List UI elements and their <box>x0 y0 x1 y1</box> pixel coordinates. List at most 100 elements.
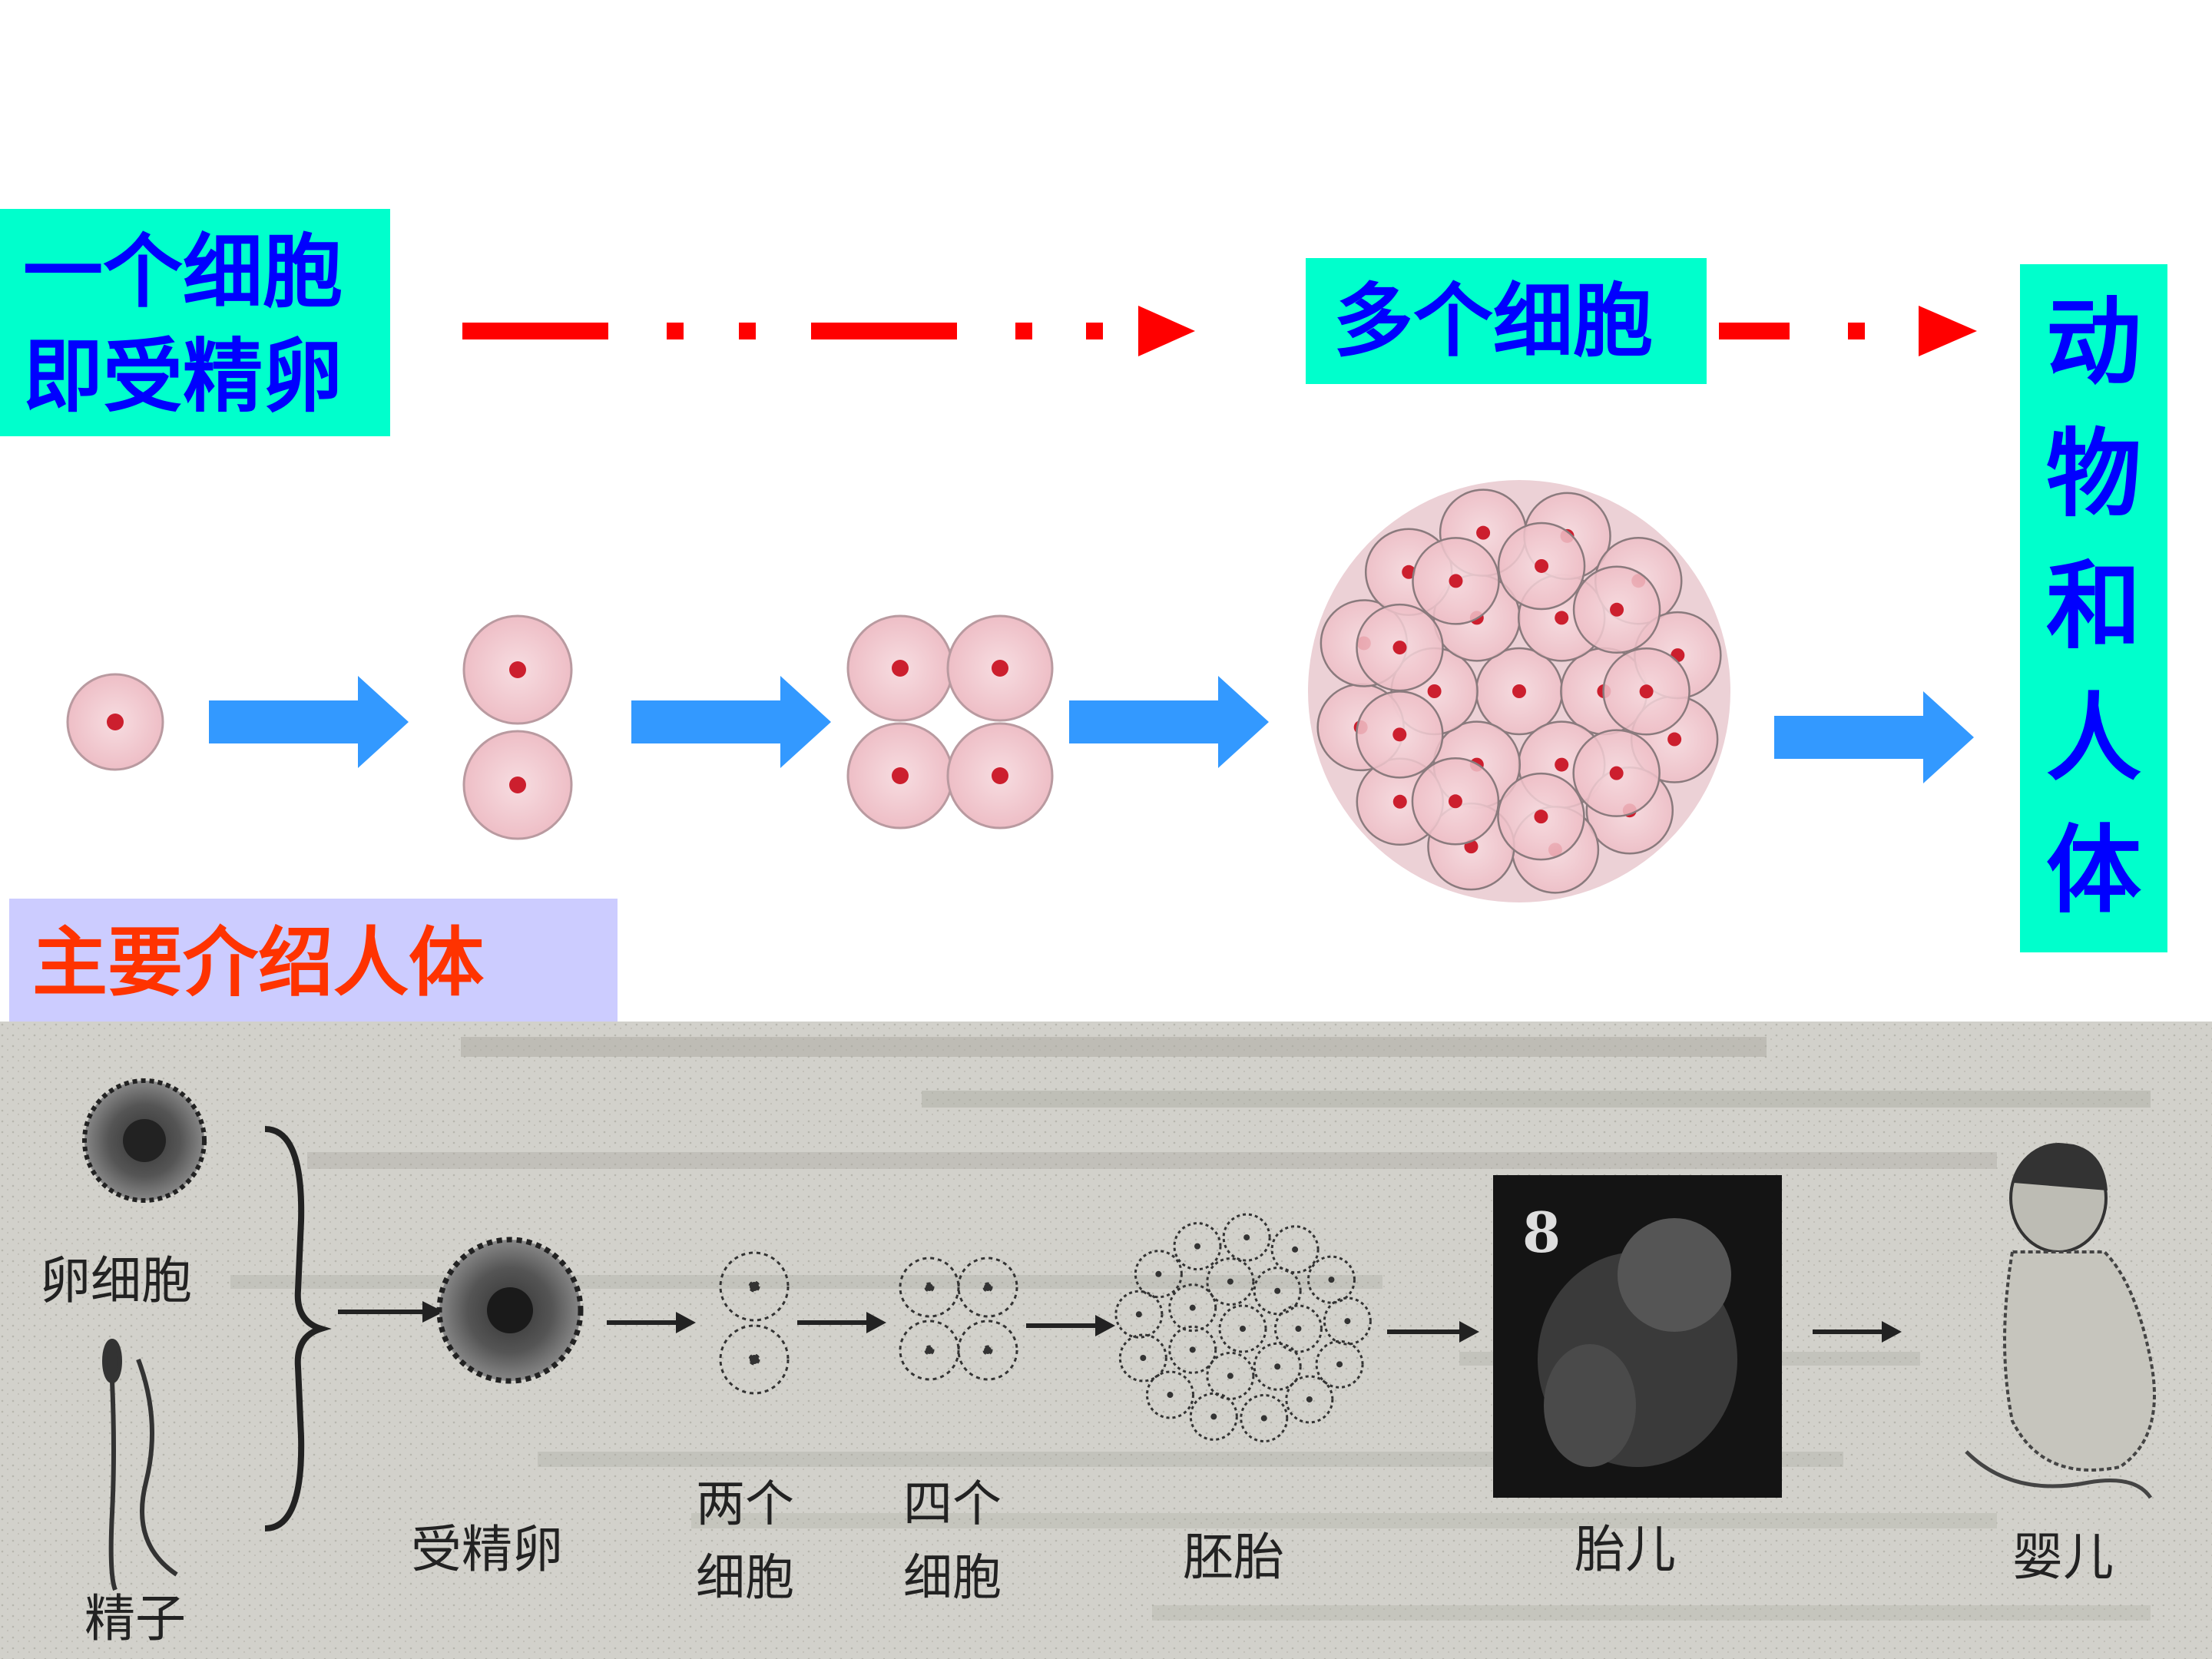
cell-division-diagram <box>66 306 1977 902</box>
baby-drawing <box>1965 1143 2156 1499</box>
embryo-cell <box>1253 1267 1302 1316</box>
embryo-cell <box>1118 1333 1167 1382</box>
embryo-cell <box>1323 1296 1372 1346</box>
embryo-nucleus <box>1292 1246 1299 1253</box>
embryo-cell <box>1253 1342 1302 1391</box>
organism-char-2: 物 <box>2045 419 2141 530</box>
nucleus <box>1392 727 1407 742</box>
nucleus <box>1392 794 1407 809</box>
embryo-nucleus <box>1155 1270 1162 1277</box>
embryo-nucleus <box>1243 1234 1250 1241</box>
focus-label: 主要介绍人体 <box>9 899 618 1028</box>
embryo-cell <box>1222 1213 1271 1262</box>
single-cell <box>66 673 164 771</box>
nucleus <box>1392 641 1407 655</box>
embryo-cell <box>1315 1339 1364 1389</box>
baby-label: 婴儿 <box>2012 1528 2114 1587</box>
fetus-label: 胎儿 <box>1575 1520 1676 1579</box>
single-cell-label: 一个细胞 即受精卵 <box>0 209 390 436</box>
single-cell-label-line1: 一个细胞 <box>23 225 343 319</box>
embryo-cell <box>1168 1325 1217 1374</box>
nucleus <box>1427 684 1442 698</box>
embryo-nucleus <box>1328 1277 1335 1283</box>
organism-char-1: 动 <box>2045 287 2141 398</box>
single-cell-label-line2: 即受精卵 <box>23 329 343 423</box>
figure-arrow-5 <box>1387 1321 1479 1343</box>
block-arrow-3 <box>1069 676 1269 768</box>
nucleus <box>1512 684 1526 698</box>
embryo-cell <box>1114 1290 1164 1339</box>
embryo-cell <box>1273 1304 1323 1353</box>
embryo-cell <box>1145 1370 1194 1419</box>
two-cells-drawing <box>719 1251 790 1395</box>
embryo-nucleus <box>1227 1373 1233 1379</box>
embryo-nucleus <box>1306 1396 1313 1402</box>
embryo-nucleus <box>1189 1304 1196 1311</box>
organism-label: 动 物 和 人 体 <box>2020 264 2167 952</box>
organism-char-3: 和 <box>2045 551 2141 662</box>
nucleus <box>1449 574 1463 588</box>
figure-arrow-4 <box>1026 1315 1115 1336</box>
fetus-photo-mark: 8 <box>1522 1200 1561 1265</box>
figure-arrow-3 <box>797 1312 886 1333</box>
nucleus <box>107 714 124 730</box>
embryo-nucleus <box>1274 1363 1281 1370</box>
nucleus <box>1610 602 1624 617</box>
embryo-nucleus <box>1189 1346 1196 1353</box>
block-arrow-2 <box>631 676 831 768</box>
four-cells-label-line2: 细胞 <box>903 1550 1002 1607</box>
embryo-nucleus <box>1227 1278 1233 1285</box>
figure-arrow-2 <box>607 1312 696 1333</box>
fertilized-egg <box>436 1237 584 1384</box>
nucleus <box>1448 794 1462 809</box>
development-figure: 卵细胞 精子 受精卵 <box>0 1022 2212 1659</box>
organism-char-5: 体 <box>2045 816 2141 926</box>
embryo-nucleus <box>1336 1361 1343 1368</box>
sperm-label: 精子 <box>84 1589 186 1648</box>
dashed-arrow-1 <box>462 306 1195 356</box>
embryo-nucleus <box>1140 1354 1147 1361</box>
organism-char-4: 人 <box>2045 684 2141 794</box>
nucleus <box>1609 766 1624 780</box>
nucleus <box>1555 757 1569 772</box>
nucleus <box>1476 525 1491 540</box>
embryo-cell <box>1270 1225 1320 1274</box>
nucleus <box>1535 558 1549 573</box>
embryo-cell <box>1218 1304 1267 1353</box>
embryo-nucleus <box>1240 1326 1246 1332</box>
embryo-nucleus <box>1167 1392 1174 1399</box>
embryo-cell <box>1173 1222 1222 1271</box>
fertilized-egg-label: 受精卵 <box>411 1520 563 1579</box>
embryo-nucleus <box>1194 1243 1200 1250</box>
egg-cell <box>82 1078 207 1203</box>
embryo-nucleus <box>1344 1318 1351 1325</box>
embryo-nucleus <box>1274 1287 1281 1294</box>
embryo-cell <box>1206 1257 1255 1306</box>
block-arrow-4 <box>1774 691 1974 783</box>
embryo-cell <box>1240 1394 1289 1443</box>
embryo-nucleus <box>1210 1413 1217 1420</box>
figure-arrow-6 <box>1813 1321 1902 1343</box>
multi-cell-label: 多个细胞 <box>1306 258 1707 384</box>
figure-arrow-1 <box>338 1301 444 1323</box>
nucleus <box>1534 810 1548 824</box>
dashed-arrow-2 <box>1719 306 1977 356</box>
block-arrow-1 <box>209 676 409 768</box>
four-cells-drawing <box>899 1257 1018 1381</box>
sperm <box>102 1339 178 1591</box>
cell-cluster <box>1308 480 1730 902</box>
embryo-label: 胚胎 <box>1183 1528 1284 1587</box>
four-cells <box>846 614 1054 830</box>
brace <box>264 1126 332 1532</box>
two-cells <box>462 614 573 840</box>
nucleus <box>1555 611 1569 625</box>
nucleus <box>1667 732 1682 747</box>
embryo-nucleus <box>1295 1326 1302 1332</box>
two-cells-label-line1: 两个 <box>696 1476 794 1533</box>
embryo-nucleus <box>1135 1311 1142 1318</box>
two-cells-label-line2: 细胞 <box>696 1550 794 1607</box>
embryo-nucleus <box>1260 1415 1267 1422</box>
four-cells-label-line1: 四个 <box>903 1476 1002 1533</box>
nucleus <box>1639 684 1654 699</box>
egg-label: 卵细胞 <box>40 1251 192 1310</box>
